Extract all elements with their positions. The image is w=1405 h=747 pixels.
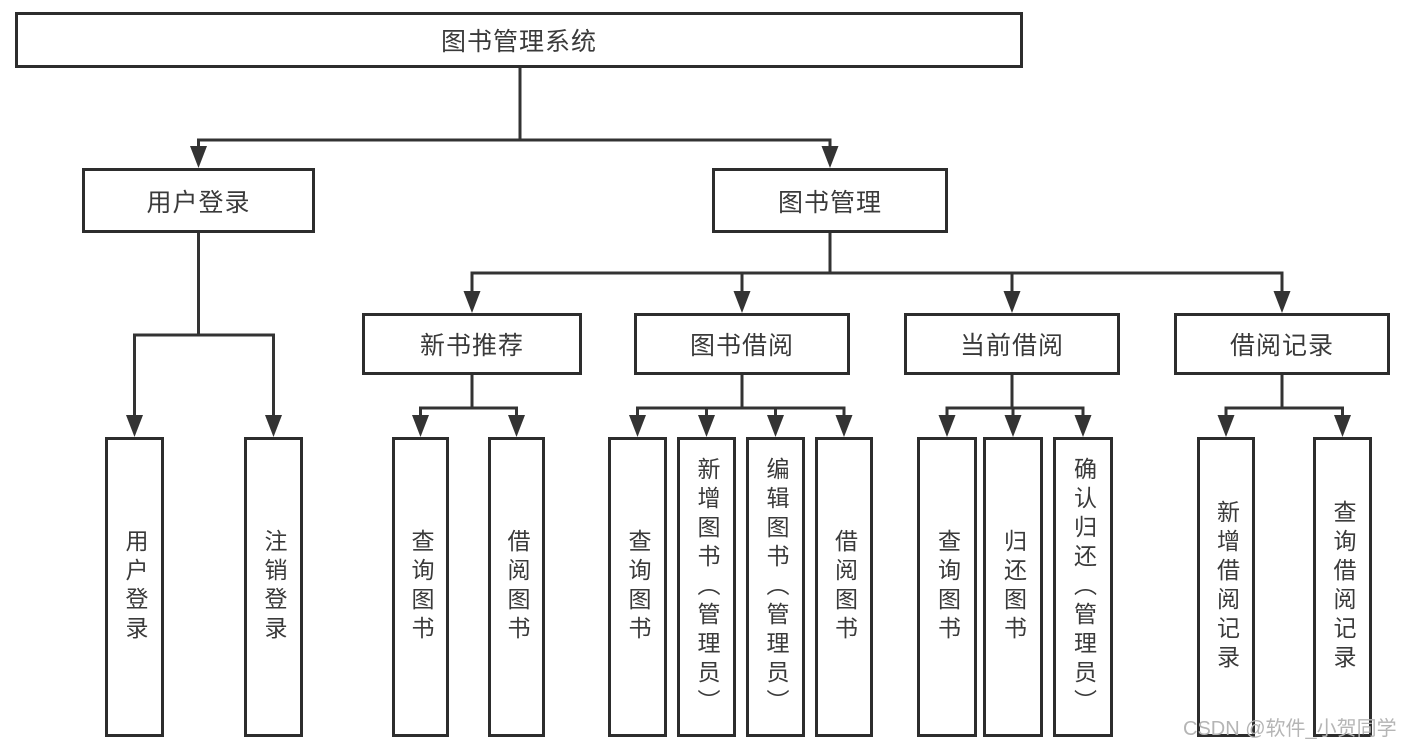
leaf-edit-book-admin: 编辑图书（管理员） [746,437,805,737]
node-book-borrowing: 图书借阅 [634,313,850,375]
leaf-query-books-borrowing: 查询图书 [608,437,667,737]
node-book-management: 图书管理 [712,168,948,233]
leaf-add-book-admin: 新增图书（管理员） [677,437,736,737]
leaf-logout: 注销登录 [244,437,303,737]
leaf-return-book: 归还图书 [983,437,1043,737]
leaf-confirm-return-admin: 确认归还（管理员） [1053,437,1113,737]
node-borrowing-records: 借阅记录 [1174,313,1390,375]
node-library-management-system: 图书管理系统 [15,12,1023,68]
leaf-user-login: 用户登录 [105,437,164,737]
leaf-query-books-current: 查询图书 [917,437,977,737]
leaf-add-borrow-record: 新增借阅记录 [1197,437,1255,737]
leaf-query-books-recommend: 查询图书 [392,437,449,737]
leaf-borrow-books-recommend: 借阅图书 [488,437,545,737]
node-user-login: 用户登录 [82,168,315,233]
node-current-borrowing: 当前借阅 [904,313,1120,375]
leaf-borrow-books: 借阅图书 [815,437,873,737]
node-new-book-recommend: 新书推荐 [362,313,582,375]
leaf-query-borrow-record: 查询借阅记录 [1313,437,1372,737]
csdn-watermark: CSDN @软件_小贺同学 [1183,718,1397,740]
